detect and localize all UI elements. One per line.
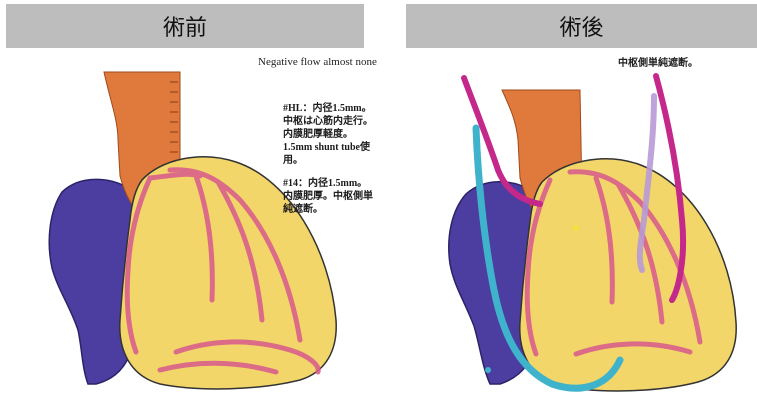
- anastomosis-marker: [573, 225, 579, 231]
- annotation-block: #HL：内径1.5mm。中枢は心筋内走行。内膜肥厚軽度。1.5mm shunt …: [283, 102, 375, 226]
- post-op-heart-diagram: [402, 0, 757, 401]
- annotation-14: #14：内径1.5mm。内膜肥厚。中枢側単純遮断。: [283, 177, 375, 216]
- flow-note: Negative flow almost none: [258, 56, 377, 68]
- annotation-hl: #HL：内径1.5mm。中枢は心筋内走行。内膜肥厚軽度。1.5mm shunt …: [283, 102, 375, 167]
- pre-op-panel: 術前 Negative flow almost none #HL：内径1.5m: [0, 0, 377, 401]
- post-op-panel: 術後 中枢側単純遮断。: [402, 0, 757, 401]
- anastomosis-marker: [485, 367, 491, 373]
